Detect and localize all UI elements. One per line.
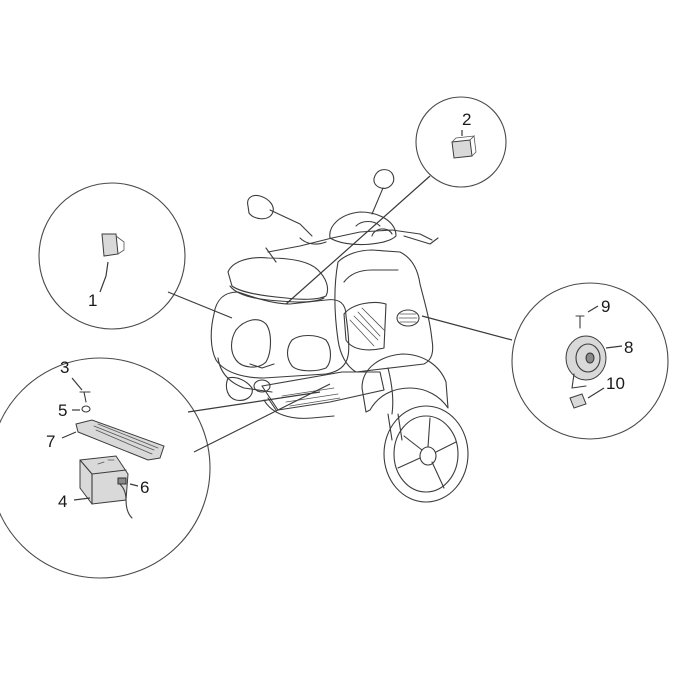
floorboard <box>261 371 385 411</box>
horn-bracket-icon <box>569 393 587 409</box>
seat <box>227 257 329 300</box>
battery-cable-icon <box>117 481 133 519</box>
relay-bracket-icon <box>101 233 119 257</box>
washer-icon <box>81 405 91 413</box>
callout-circle-2 <box>285 96 507 305</box>
handlebar <box>267 229 433 253</box>
callout-labels: 1 2 3 4 5 6 7 8 9 10 <box>46 110 633 511</box>
screw-icon <box>79 391 91 403</box>
flasher-relay-icon <box>451 139 473 159</box>
leg-shield <box>334 249 434 373</box>
scooter-illustration <box>210 169 469 503</box>
callout-circle-horn <box>421 282 669 440</box>
front-fender <box>361 353 449 413</box>
horn-grille-icon <box>396 309 420 327</box>
front-wheel <box>383 405 469 503</box>
callout-number-8: 8 <box>624 338 633 357</box>
horn-screw-icon <box>575 315 585 329</box>
callout-number-5: 5 <box>58 401 67 420</box>
callout-number-7: 7 <box>46 432 55 451</box>
callout-number-9: 9 <box>601 297 610 316</box>
callout-number-6: 6 <box>140 478 149 497</box>
callout-number-10: 10 <box>606 374 625 393</box>
callout-circle-battery <box>0 357 331 579</box>
left-mirror-icon <box>247 194 274 220</box>
callout-number-3: 3 <box>60 358 69 377</box>
callout-number-4: 4 <box>58 492 67 511</box>
callout-number-2: 2 <box>462 110 471 129</box>
right-mirror-icon <box>373 169 395 189</box>
rear-body <box>210 291 350 379</box>
callout-number-1: 1 <box>88 291 97 310</box>
callout-circle-1 <box>38 182 233 330</box>
